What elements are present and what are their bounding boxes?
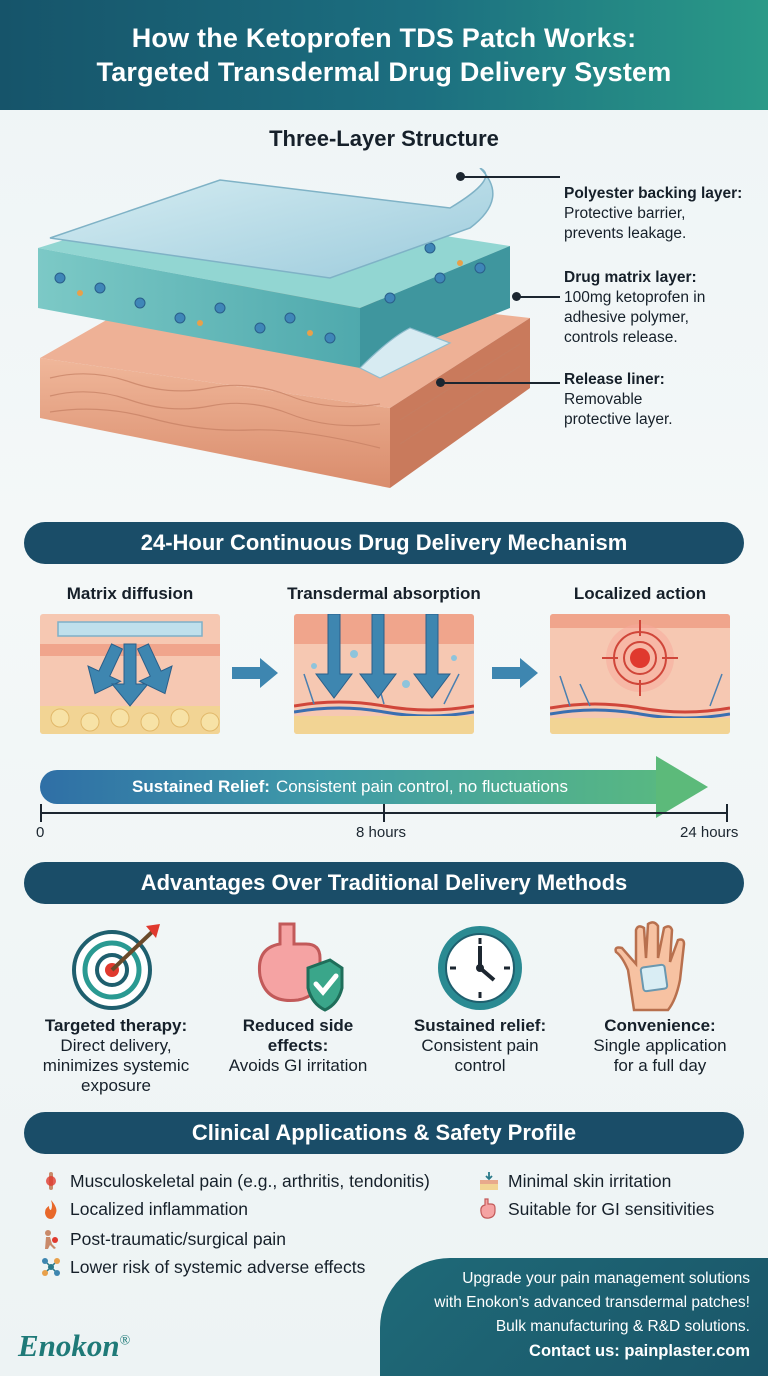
clinical-item-post-traumatic: Post-traumatic/surgical pain (40, 1228, 286, 1250)
step-label-absorption: Transdermal absorption (287, 584, 481, 603)
callout-matrix-title: Drug matrix layer: (564, 269, 697, 286)
sustained-relief-bar: Sustained Relief: Consistent pain contro… (40, 770, 660, 804)
joint-icon (46, 1172, 56, 1190)
logo-text: Enokon (18, 1328, 120, 1363)
arrow-step-1-icon (232, 658, 278, 688)
clinical-item-inflammation: Localized inflammation (40, 1198, 248, 1220)
callout-backing-title: Polyester backing layer: (564, 185, 743, 202)
timeline-tick-0 (40, 804, 42, 822)
advantage-targeted-line3: exposure (81, 1076, 151, 1095)
clinical-item-lower-risk: Lower risk of systemic adverse effects (40, 1256, 365, 1278)
clinical-item-inflammation-text: Localized inflammation (70, 1198, 249, 1219)
patch-layers-illustration (38, 168, 530, 488)
logo-registered-mark: ® (119, 1333, 131, 1349)
advantages-title-pill: Advantages Over Traditional Delivery Met… (24, 862, 744, 904)
hand-patch-icon (614, 921, 686, 1012)
arrow-step-2-icon (492, 658, 538, 688)
callout-matrix: Drug matrix layer: 100mg ketoprofen in a… (564, 268, 764, 348)
advantage-sustained-title: Sustained relief: (413, 1016, 547, 1035)
callout-liner: Release liner: Removable protective laye… (564, 370, 764, 430)
step-label-action: Localized action (573, 584, 707, 603)
clinical-item-post-traumatic-text: Post-traumatic/surgical pain (70, 1228, 286, 1249)
callout-dot-matrix (512, 292, 521, 301)
diffusion-illustration (40, 614, 220, 734)
cta-line1: Upgrade your pain management solutions (462, 1270, 750, 1287)
header-title-line1: How the Ketoprofen TDS Patch Works: (131, 23, 637, 53)
clinical-item-skin-irritation: Minimal skin irritation (478, 1170, 671, 1192)
callout-backing-line1: Protective barrier, (564, 205, 686, 222)
advantage-targeted-title: Targeted therapy: (44, 1016, 188, 1035)
relief-text: Consistent pain control, no fluctuations (275, 777, 568, 796)
timeline-label-24: 24 hours (680, 824, 739, 841)
advantage-convenience-title: Convenience: (604, 1016, 716, 1035)
callout-backing: Polyester backing layer: Protective barr… (564, 184, 764, 244)
header-banner: How the Ketoprofen TDS Patch Works: Targ… (0, 0, 768, 110)
mechanism-title-pill: 24-Hour Continuous Drug Delivery Mechani… (24, 522, 744, 564)
clinical-item-skin-irritation-text: Minimal skin irritation (508, 1170, 672, 1191)
target-icon (72, 924, 160, 1010)
callout-matrix-line3: controls release. (564, 329, 678, 346)
advantage-side-effects-title: Reduced side (242, 1016, 354, 1035)
advantage-targeted-line1: Direct delivery, (60, 1036, 172, 1055)
callout-dot-backing (456, 172, 465, 181)
advantage-sustained: Sustained relief: Consistent pain contro… (390, 1016, 570, 1076)
advantage-targeted: Targeted therapy: Direct delivery, minim… (26, 1016, 206, 1096)
advantage-side-effects-line2: Avoids GI irritation (228, 1056, 368, 1075)
timeline-tick-24 (726, 804, 728, 822)
cta-panel: Upgrade your pain management solutions w… (380, 1258, 768, 1376)
callout-liner-line2: protective layer. (564, 411, 673, 428)
clinical-item-musculoskeletal: Musculoskeletal pain (e.g., arthritis, t… (40, 1170, 430, 1192)
relief-bold: Sustained Relief: (132, 777, 270, 796)
timeline-tick-8 (383, 804, 385, 822)
callout-line-liner (440, 382, 560, 384)
advantage-convenience-line2: for a full day (613, 1056, 707, 1075)
enokon-logo: Enokon® (18, 1328, 130, 1364)
advantage-convenience-line1: Single application (593, 1036, 727, 1055)
cta-line3: Bulk manufacturing & R&D solutions. (495, 1318, 750, 1335)
stomach-shield-icon (257, 922, 344, 1012)
clock-icon (438, 926, 522, 1010)
callout-liner-line1: Removable (564, 391, 643, 408)
callout-dot-liner (436, 378, 445, 387)
advantage-side-effects-line1: effects: (267, 1036, 329, 1055)
timeline-label-0: 0 (36, 824, 45, 841)
advantage-sustained-line2: control (454, 1056, 506, 1075)
localized-action-illustration (550, 614, 730, 734)
cta-contact-link[interactable]: Contact us: painplaster.com (529, 1342, 750, 1360)
clinical-item-lower-risk-text: Lower risk of systemic adverse effects (70, 1256, 366, 1277)
timeline-label-8: 8 hours (356, 824, 407, 841)
callout-backing-line2: prevents leakage. (564, 225, 687, 242)
callout-line-matrix (516, 296, 560, 298)
advantage-side-effects: Reduced side effects: Avoids GI irritati… (208, 1016, 388, 1076)
stomach-icon (480, 1198, 496, 1219)
injury-icon (45, 1230, 58, 1249)
advantage-targeted-line2: minimizes systemic (42, 1056, 190, 1075)
flame-icon (45, 1200, 57, 1219)
advantage-convenience: Convenience: Single application for a fu… (570, 1016, 750, 1076)
clinical-item-gi: Suitable for GI sensitivities (478, 1198, 714, 1220)
molecule-icon (42, 1258, 60, 1276)
relief-arrowhead-icon (656, 756, 708, 818)
clinical-item-musculoskeletal-text: Musculoskeletal pain (e.g., arthritis, t… (70, 1170, 430, 1191)
step-label-diffusion: Matrix diffusion (66, 584, 194, 603)
header-title-line2: Targeted Transdermal Drug Delivery Syste… (96, 57, 672, 87)
callout-matrix-line1: 100mg ketoprofen in (564, 289, 706, 306)
structure-title: Three-Layer Structure (269, 126, 499, 151)
callout-line-backing (460, 176, 560, 178)
clinical-item-gi-text: Suitable for GI sensitivities (508, 1198, 715, 1219)
advantage-sustained-line1: Consistent pain (421, 1036, 539, 1055)
callout-liner-title: Release liner: (564, 371, 665, 388)
clinical-title-pill: Clinical Applications & Safety Profile (24, 1112, 744, 1154)
absorption-illustration (294, 614, 474, 734)
callout-matrix-line2: adhesive polymer, (564, 309, 689, 326)
skin-icon (480, 1172, 498, 1190)
cta-line2: with Enokon's advanced transdermal patch… (434, 1294, 750, 1311)
